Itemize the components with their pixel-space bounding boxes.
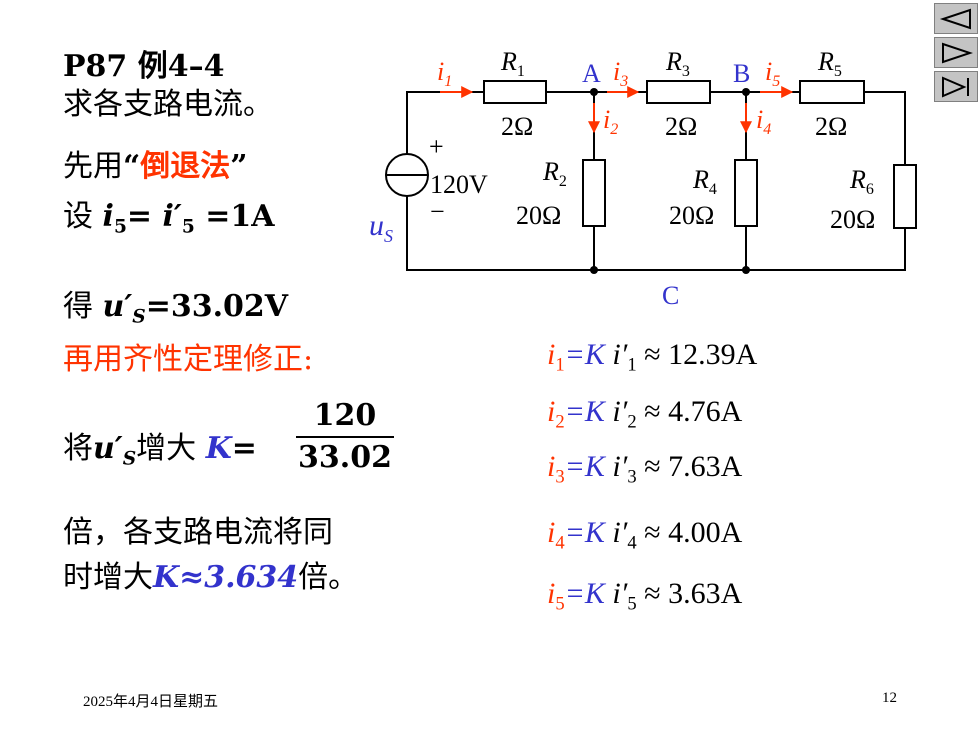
label-minus: − — [430, 197, 445, 226]
conclusion-line-2: 时增大K≈3.634倍。 — [63, 560, 359, 595]
current-result-row: i4=K i′4 ≈ 4.00A — [547, 516, 743, 554]
label-r6-value: 20Ω — [830, 205, 875, 234]
node-c-dot-left — [590, 266, 598, 274]
resistor-r2 — [582, 159, 606, 227]
label-r4: R4 — [692, 165, 717, 198]
method-name: 倒退法 — [140, 149, 231, 184]
correction-heading: 再用齐性定理修正: — [63, 342, 314, 377]
fraction-denominator: 33.02 — [298, 440, 392, 475]
node-a-dot — [590, 88, 598, 96]
node-b-dot — [742, 88, 750, 96]
scale-fraction: 120 33.02 — [296, 398, 394, 478]
assumption-line: 设 i5= i′5 =1A — [63, 199, 275, 238]
label-r3-value: 2Ω — [665, 112, 697, 141]
label-i3: i3 — [613, 57, 628, 90]
fraction-numerator: 120 — [296, 398, 394, 438]
page-number: 12 — [882, 690, 897, 706]
label-i1: i1 — [437, 57, 452, 90]
label-r4-value: 20Ω — [669, 201, 714, 230]
current-result-row: i5=K i′5 ≈ 3.63A — [547, 577, 743, 615]
previous-slide-button[interactable] — [934, 3, 978, 34]
label-r2-value: 20Ω — [516, 201, 561, 230]
label-r1: R1 — [500, 47, 525, 80]
label-r6: R6 — [849, 165, 874, 198]
resistor-r1 — [483, 80, 547, 104]
node-c-dot-right — [742, 266, 750, 274]
current-result-row: i1=K i′1 ≈ 12.39A — [547, 338, 758, 376]
label-i4: i4 — [756, 105, 771, 138]
circuit-diagram: i1 R1 2Ω A i3 R3 2Ω i2 B i5 R5 2Ω i4 R2 … — [369, 47, 917, 310]
conclusion-line-1: 倍，各支路电流将同 — [63, 515, 333, 550]
last-slide-button[interactable] — [934, 71, 978, 102]
label-source-value: 120V — [430, 170, 488, 199]
resistor-r3 — [646, 80, 711, 104]
label-r3: R3 — [665, 47, 690, 80]
next-triangle-icon — [942, 42, 973, 63]
resistor-r6 — [893, 164, 917, 229]
label-us: uS — [369, 209, 393, 246]
label-node-b: B — [733, 59, 750, 88]
next-slide-button[interactable] — [934, 37, 978, 68]
problem-reference: P87 例4–4 — [63, 49, 225, 84]
current-result-row: i3=K i′3 ≈ 7.63A — [547, 450, 743, 488]
scale-line: 将u′S增大 K= — [63, 431, 257, 470]
method-line: 先用“倒退法” — [63, 149, 248, 184]
label-i2: i2 — [603, 105, 618, 138]
label-r5-value: 2Ω — [815, 112, 847, 141]
resistor-r4 — [734, 159, 758, 227]
label-r5: R5 — [817, 47, 842, 80]
task-statement: 求各支路电流。 — [63, 87, 273, 122]
last-icon — [942, 75, 969, 98]
result-voltage-line: 得 u′S=33.02V — [63, 289, 289, 328]
current-arrows — [440, 86, 794, 134]
label-node-c: C — [662, 281, 679, 310]
label-i5: i5 — [765, 57, 780, 90]
label-plus: + — [429, 132, 444, 161]
prev-triangle-icon — [939, 8, 971, 29]
label-r2: R2 — [542, 157, 567, 190]
label-node-a: A — [582, 59, 601, 88]
footer-date: 2025年4月4日星期五 — [83, 694, 219, 710]
resistor-r5 — [799, 80, 865, 104]
current-result-row: i2=K i′2 ≈ 4.76A — [547, 395, 743, 433]
label-r1-value: 2Ω — [501, 112, 533, 141]
